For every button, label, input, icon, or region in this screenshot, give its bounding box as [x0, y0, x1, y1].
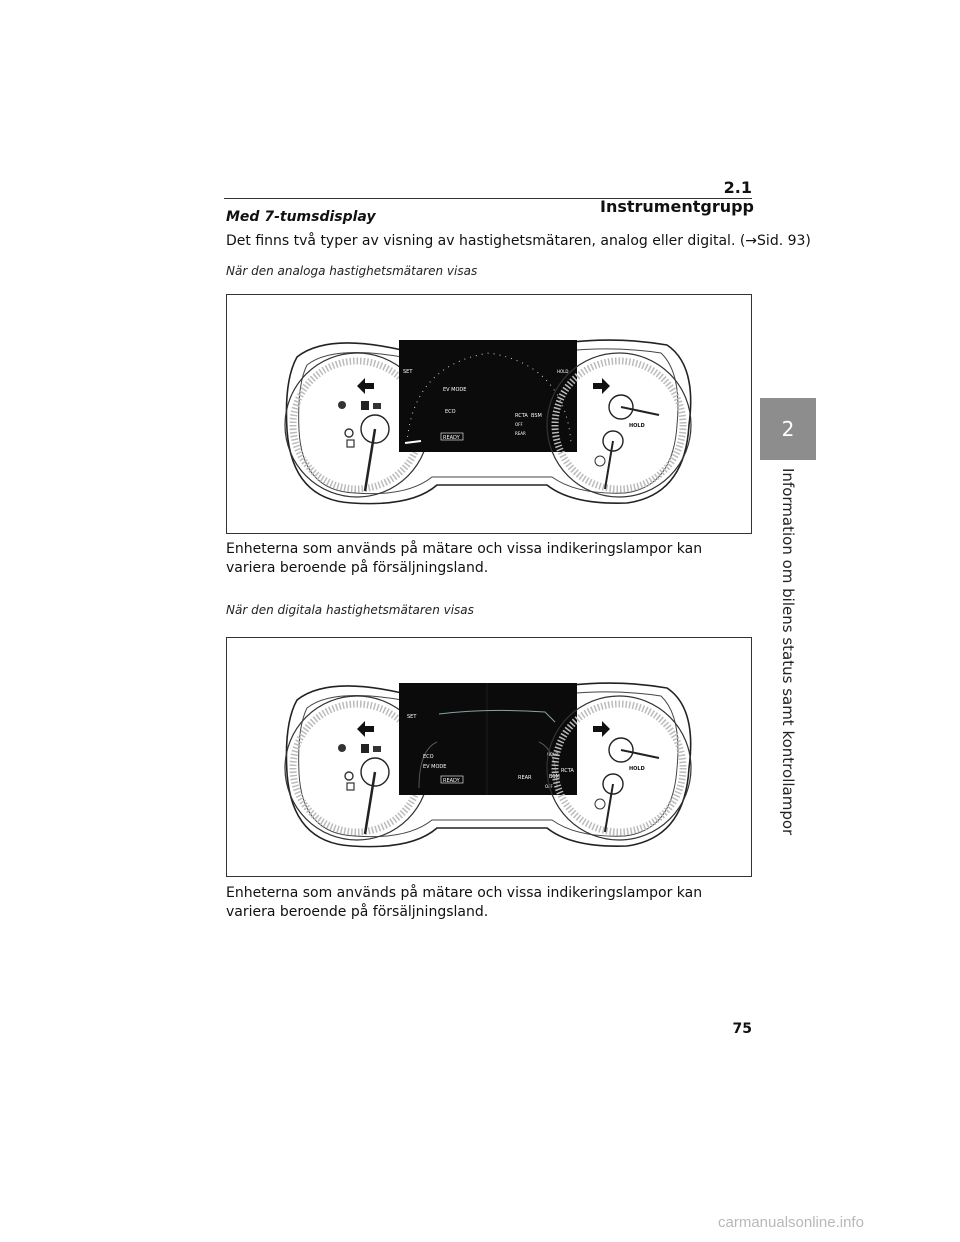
figure1-note: Enheterna som används på mätare och viss… — [226, 541, 703, 576]
figure-analog-cluster: EV MODE ECO READY RCTA BSM OFF REAR SET … — [226, 294, 752, 534]
ready-label: READY — [443, 778, 461, 784]
hold-label-display: HOLD — [547, 752, 558, 757]
watermark[interactable]: carmanualsonline.info — [718, 1214, 864, 1231]
eco-label: ECO — [445, 409, 456, 415]
ev-mode-label: EV MODE — [423, 764, 446, 770]
figure-digital-cluster: SET ECO EV MODE READY REAR BSM RCTA OFF … — [226, 637, 752, 877]
ready-label: READY — [443, 435, 461, 441]
eco-label: ECO — [423, 754, 434, 760]
hold-label: HOLD — [629, 423, 645, 429]
rear-label: REAR — [518, 775, 532, 781]
bsm-label: BSM — [549, 774, 560, 780]
intro-text: Det finns två typer av visning av hastig… — [226, 233, 811, 249]
chapter-number: 2 — [781, 417, 795, 441]
bsm-label: BSM — [531, 413, 542, 419]
hold-label: HOLD — [629, 766, 645, 772]
off-label: OFF — [515, 422, 523, 427]
set-label: SET — [407, 714, 417, 720]
page-number: 75 — [732, 1021, 752, 1037]
rcta-label: RCTA — [561, 768, 574, 774]
ev-mode-label: EV MODE — [443, 387, 466, 393]
section-heading: Med 7-tumsdisplay — [226, 209, 376, 225]
hold-label-display: HOLD — [557, 369, 568, 374]
chapter-title: Information om bilens status samt kontro… — [779, 468, 797, 836]
section-title: 2.1 Instrumentgrupp — [600, 178, 754, 216]
figure2-caption: När den digitala hastighetsmätaren visas — [226, 603, 474, 617]
chapter-tab[interactable]: 2 — [760, 398, 816, 460]
figure1-caption: När den analoga hastighetsmätaren visas — [226, 264, 478, 278]
figure2-note: Enheterna som används på mätare och viss… — [226, 885, 703, 920]
rcta-label: RCTA — [515, 413, 528, 419]
set-label: SET — [403, 369, 413, 375]
rear-label: REAR — [515, 431, 526, 436]
header-divider — [224, 198, 752, 199]
